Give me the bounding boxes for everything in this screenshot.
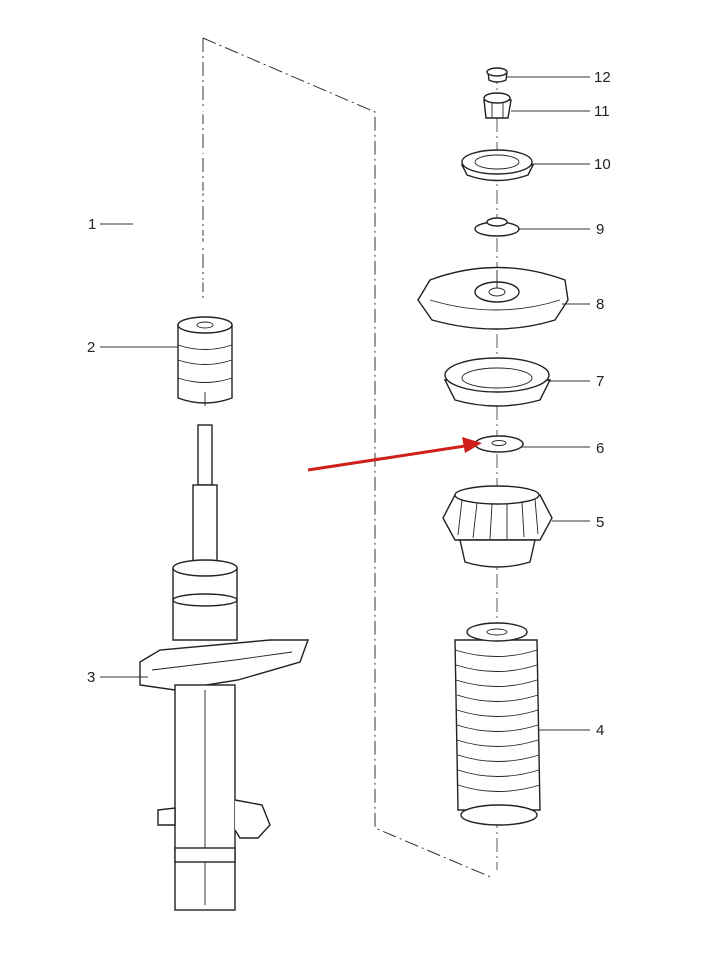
spring-seat [442, 485, 553, 568]
coil-spring [131, 75, 279, 300]
upper-spring-seat [443, 357, 552, 407]
assembly-frame [202, 37, 494, 879]
highlight-arrow [307, 437, 482, 472]
callout-1: 1 [88, 216, 96, 233]
callout-2: 2 [87, 339, 95, 356]
callout-5: 5 [596, 514, 604, 531]
callout-10: 10 [594, 156, 611, 173]
callout-4: 4 [596, 722, 604, 739]
callout-labels: 1 2 3 4 5 6 7 8 9 10 11 12 [87, 69, 611, 739]
hex-nut [483, 92, 512, 119]
callout-6: 6 [596, 440, 604, 457]
callout-3: 3 [87, 669, 95, 686]
bump-stop [177, 316, 233, 406]
thrust-washer [474, 217, 520, 237]
dust-boot [454, 622, 541, 826]
callout-12: 12 [594, 69, 611, 86]
leader-lines [100, 76, 590, 731]
callout-7: 7 [596, 373, 604, 390]
strut-mount [417, 266, 569, 330]
bearing-plate [460, 149, 535, 182]
callout-11: 11 [594, 103, 610, 120]
dust-cap [486, 67, 508, 83]
callout-8: 8 [596, 296, 604, 313]
strut-assembly [139, 424, 309, 911]
washer [474, 435, 524, 453]
callout-9: 9 [596, 221, 604, 238]
